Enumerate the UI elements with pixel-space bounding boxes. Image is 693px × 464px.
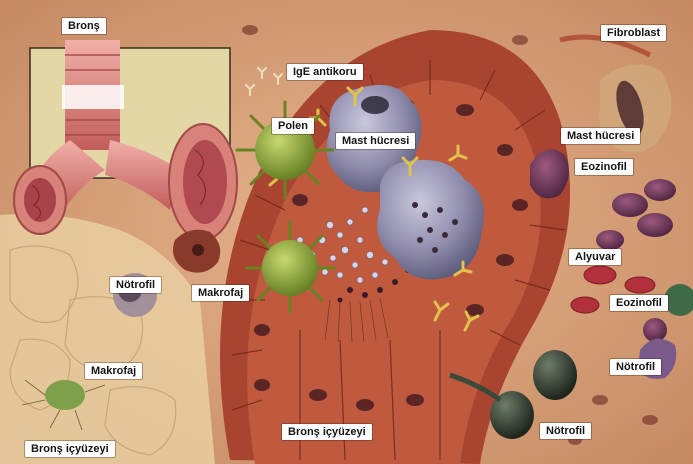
- label-mast-cell-2: Mast hücresi: [561, 128, 640, 144]
- label-bronchial-surface-center: Bronş içyüzeyi: [282, 424, 372, 440]
- pollen-1: [237, 102, 333, 198]
- label-macrophage-left: Makrofaj: [85, 363, 142, 379]
- label-bronchial-surface-left: Bronş içyüzeyi: [25, 441, 115, 457]
- label-eosinophil-1: Eozinofil: [575, 159, 633, 175]
- pollen-2: [246, 222, 334, 312]
- label-erythrocyte: Alyuvar: [569, 249, 621, 265]
- label-eosinophil-2: Eozinofil: [610, 295, 668, 311]
- label-pollen: Polen: [272, 118, 314, 134]
- label-neutrophil-bottom: Nötrofil: [540, 423, 591, 439]
- label-neutrophil-right: Nötrofil: [610, 359, 661, 375]
- label-ige-antibody: IgE antikoru: [287, 64, 363, 80]
- label-mast-cell-1: Mast hücresi: [336, 133, 415, 149]
- label-fibroblast: Fibroblast: [601, 25, 666, 41]
- label-macrophage-center: Makrofaj: [192, 285, 249, 301]
- label-bronchus: Bronş: [62, 18, 106, 34]
- label-neutrophil-left: Nötrofil: [110, 277, 161, 293]
